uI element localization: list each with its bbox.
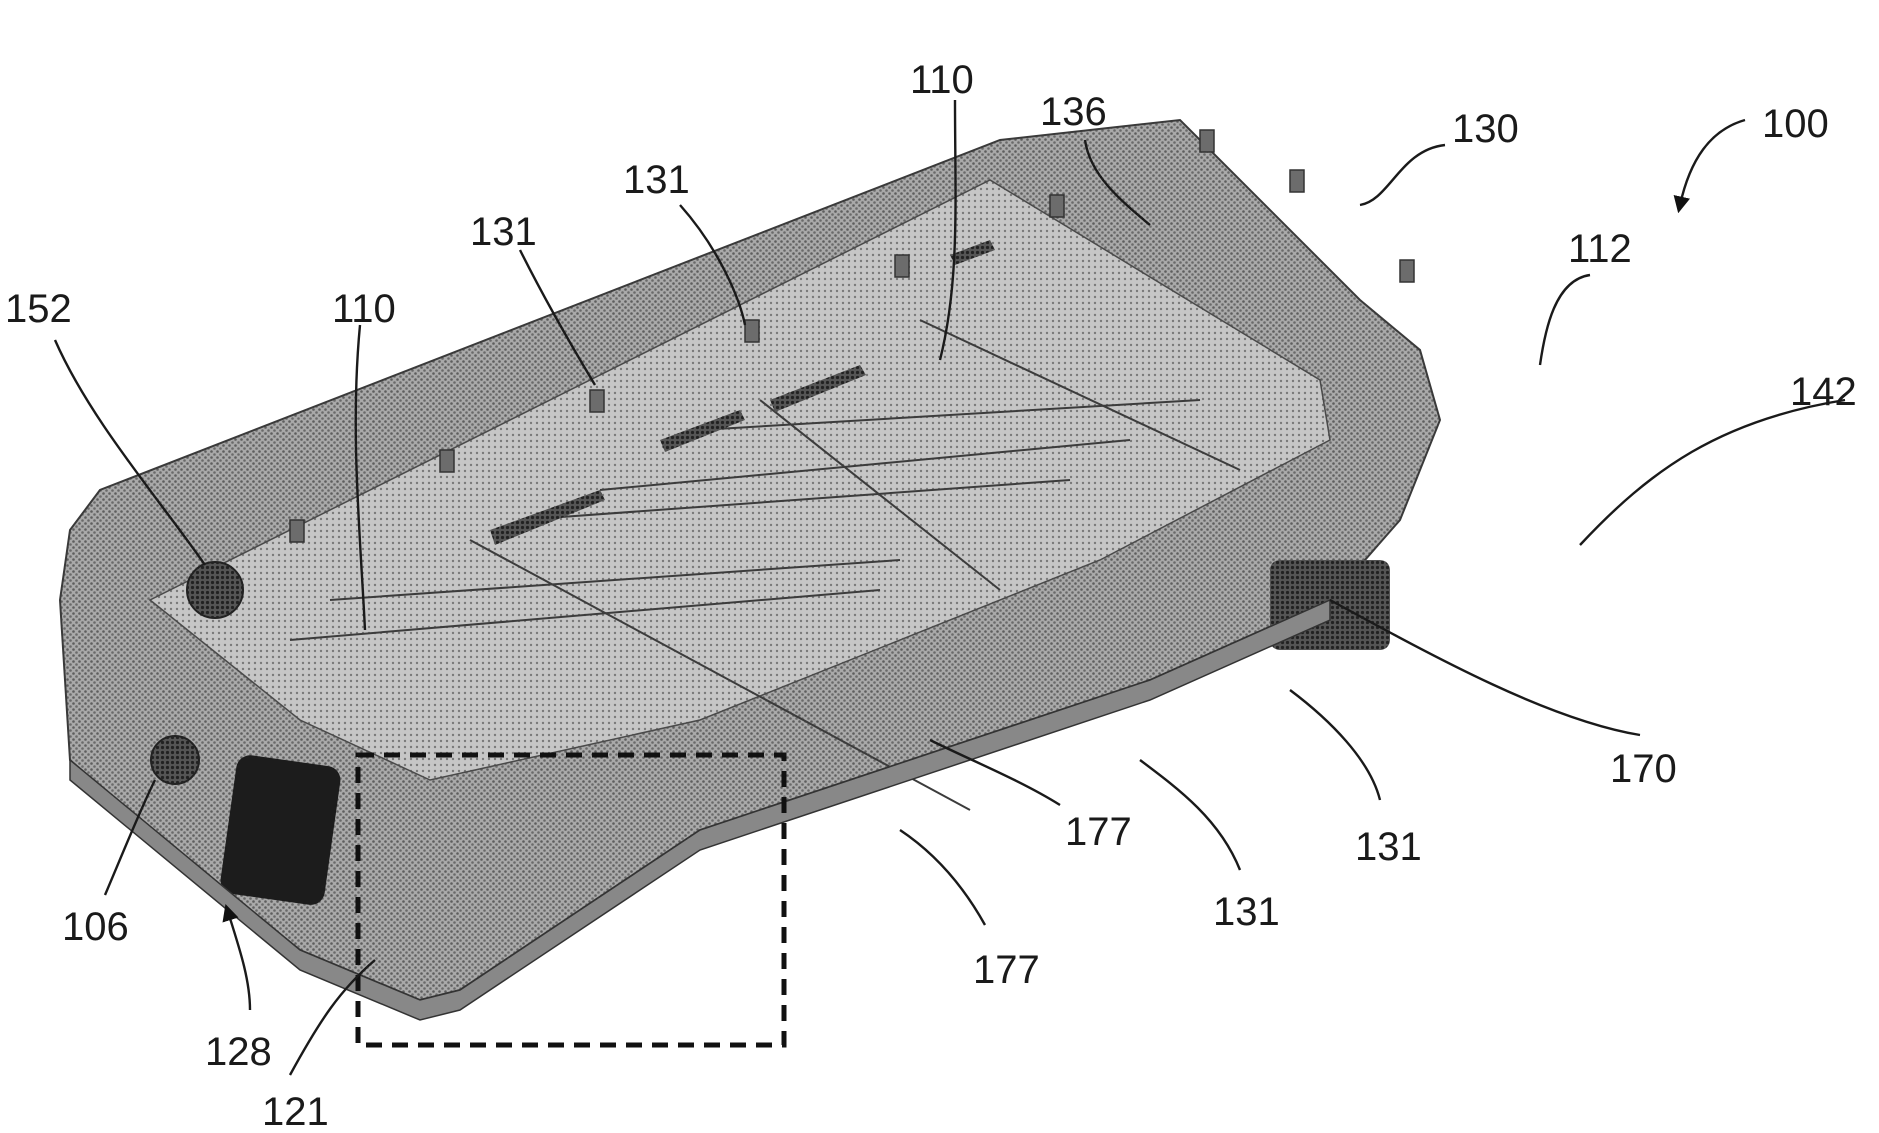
label-110b: 110	[332, 287, 396, 331]
label-152: 152	[5, 287, 72, 331]
label-136: 136	[1040, 90, 1107, 134]
label-131c: 131	[1355, 825, 1422, 869]
label-112: 112	[1568, 227, 1632, 271]
round-port-106	[151, 736, 199, 784]
leader-131c	[1290, 690, 1380, 800]
label-170: 170	[1610, 747, 1677, 791]
label-110a: 110	[910, 58, 974, 102]
label-177a: 177	[1065, 810, 1132, 854]
leader-112	[1540, 275, 1590, 365]
leader-100	[1680, 120, 1745, 205]
label-131b: 131	[470, 210, 537, 254]
connector-block	[219, 753, 342, 906]
leader-142	[1580, 400, 1845, 545]
label-130: 130	[1452, 107, 1519, 151]
label-121: 121	[262, 1090, 329, 1133]
label-131d: 131	[1213, 890, 1280, 934]
label-128: 128	[205, 1030, 272, 1074]
battery-pack-illustration	[60, 120, 1440, 1020]
leader-130	[1360, 145, 1445, 205]
label-100: 100	[1762, 102, 1829, 146]
round-port-152	[187, 562, 243, 618]
label-131a: 131	[623, 158, 690, 202]
label-177b: 177	[973, 948, 1040, 992]
leader-131d	[1140, 760, 1240, 870]
leader-177b	[900, 830, 985, 925]
label-142: 142	[1790, 370, 1857, 414]
label-106: 106	[62, 905, 129, 949]
